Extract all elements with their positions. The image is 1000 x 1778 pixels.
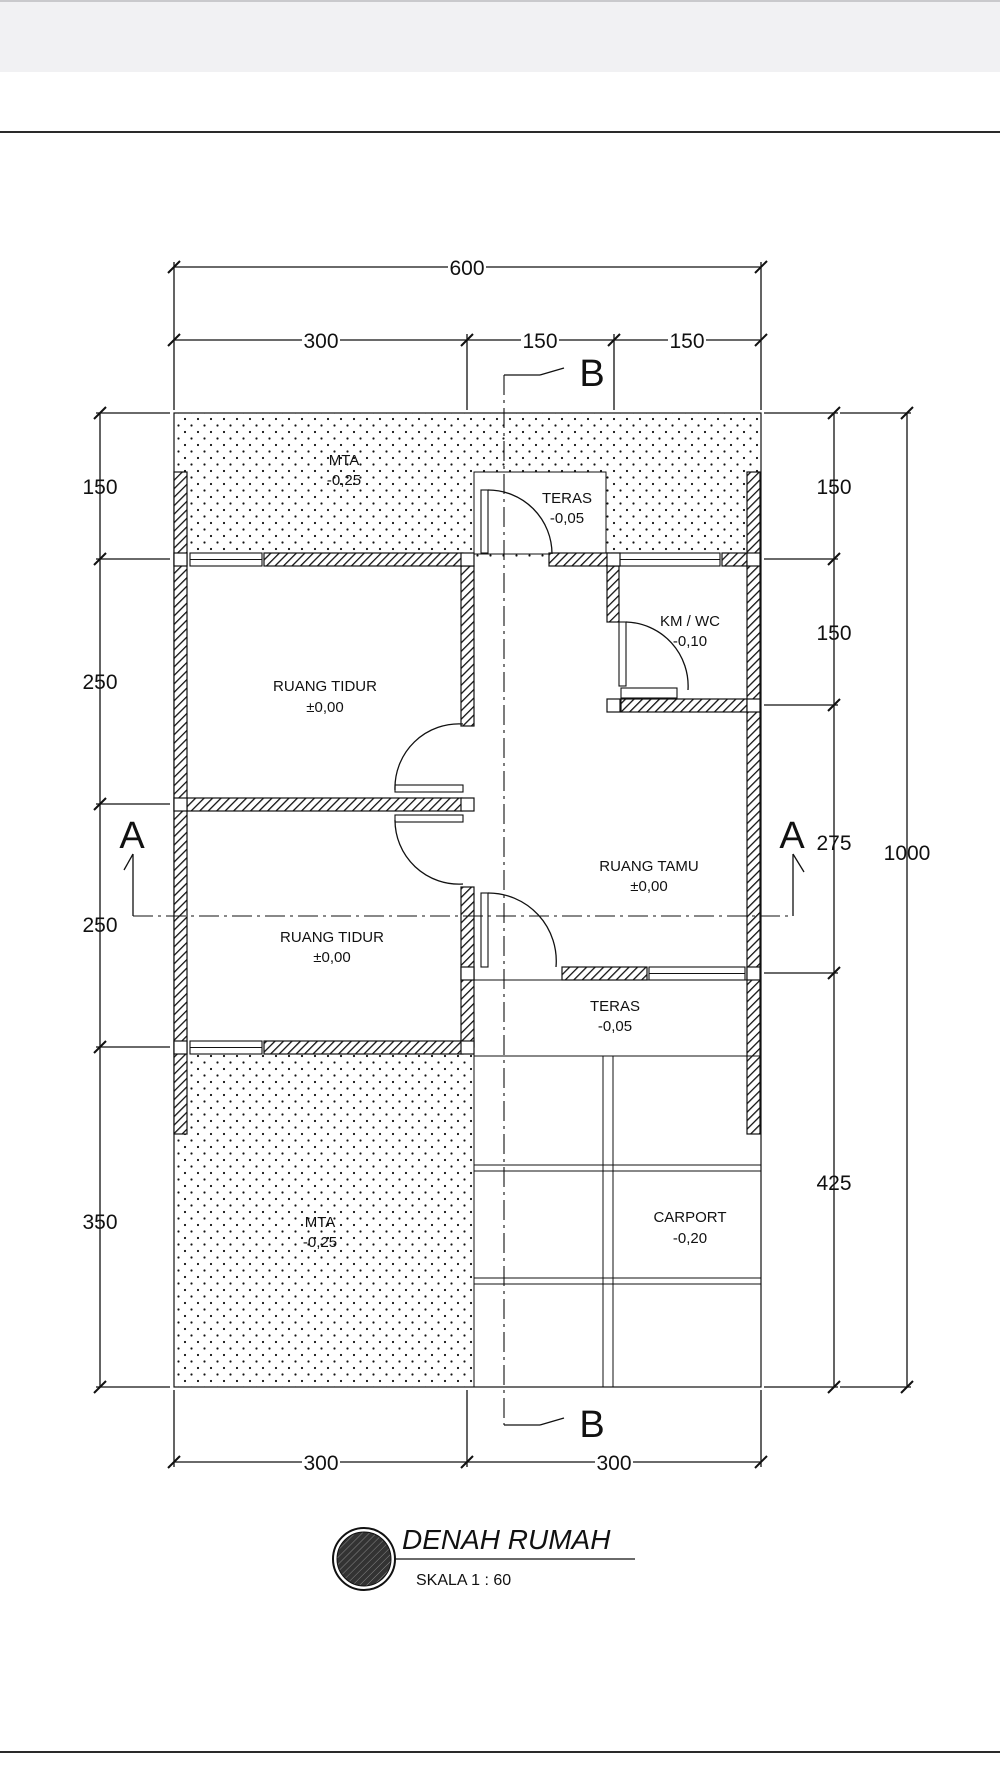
room-carport-name: CARPORT: [653, 1209, 726, 1226]
dimension-lines: [93, 260, 914, 1469]
section-markers: A A B B: [119, 353, 805, 1446]
room-teras-top-name: TERAS: [542, 490, 592, 507]
doors: [394, 489, 689, 968]
dim-left-2: 250: [82, 671, 117, 694]
room-mta-bottom-name: MTA: [305, 1214, 336, 1231]
carport-floor: [474, 1056, 761, 1387]
section-b-top: B: [579, 353, 604, 395]
room-mta-top-name: MTA: [329, 452, 360, 469]
drawing-title: DENAH RUMAH: [402, 1524, 611, 1555]
windows: [189, 552, 746, 1055]
dim-left-4: 350: [82, 1211, 117, 1234]
dim-right-3: 275: [816, 832, 851, 855]
porch-carport-lines: [473, 979, 761, 1387]
teras-top-floor: [473, 471, 607, 555]
dim-top-right: 150: [669, 330, 704, 353]
mta-top-area: [174, 413, 761, 558]
room-ruang-tidur-2-name: RUANG TIDUR: [280, 929, 384, 946]
dim-overall-height: 1000: [884, 842, 931, 865]
room-km-wc-name: KM / WC: [660, 613, 720, 630]
dim-overall-width: 600: [449, 257, 484, 280]
room-labels: MTA -0,25 TERAS -0,05 KM / WC -0,10 RUAN…: [273, 452, 726, 1251]
dim-right-1: 150: [816, 476, 851, 499]
dim-bottom-right: 300: [596, 1452, 631, 1475]
drawing-title-block: DENAH RUMAH SKALA 1 : 60: [332, 1524, 635, 1591]
columns: [173, 552, 761, 1055]
room-carport-level: -0,20: [673, 1230, 707, 1247]
room-km-wc-level: -0,10: [673, 633, 707, 650]
room-ruang-tamu-name: RUANG TAMU: [599, 858, 698, 875]
dim-left-1: 150: [82, 476, 117, 499]
room-mta-top-level: -0,25: [327, 472, 361, 489]
room-ruang-tidur-1-level: ±0,00: [306, 699, 343, 716]
dim-top-mid: 150: [522, 330, 557, 353]
viewer-top-bar: [0, 0, 1000, 72]
section-b-bottom: B: [579, 1404, 604, 1446]
dim-left-3: 250: [82, 914, 117, 937]
section-a-right: A: [779, 815, 805, 857]
room-mta-bottom-level: -0,25: [303, 1234, 337, 1251]
sheet-bottom-border: [0, 1751, 1000, 1753]
mta-bottom-area: [174, 1052, 476, 1387]
room-teras-bottom-name: TERAS: [590, 998, 640, 1015]
room-ruang-tamu-level: ±0,00: [630, 878, 667, 895]
dim-bottom-left: 300: [303, 1452, 338, 1475]
drawing-scale: SKALA 1 : 60: [416, 1572, 511, 1589]
room-teras-top-level: -0,05: [550, 510, 584, 527]
section-a-left: A: [119, 815, 145, 857]
room-ruang-tidur-1-name: RUANG TIDUR: [273, 678, 377, 695]
section-lines: [123, 367, 805, 1426]
room-ruang-tidur-2-level: ±0,00: [313, 949, 350, 966]
dimension-labels: 600 300 150 150 300 300 150 250 250 350 …: [82, 256, 930, 1475]
dim-right-4: 425: [816, 1172, 851, 1195]
dim-top-left: 300: [303, 330, 338, 353]
dim-right-2: 150: [816, 622, 851, 645]
sheet-top-border: [0, 131, 1000, 133]
room-teras-bottom-level: -0,05: [598, 1018, 632, 1035]
